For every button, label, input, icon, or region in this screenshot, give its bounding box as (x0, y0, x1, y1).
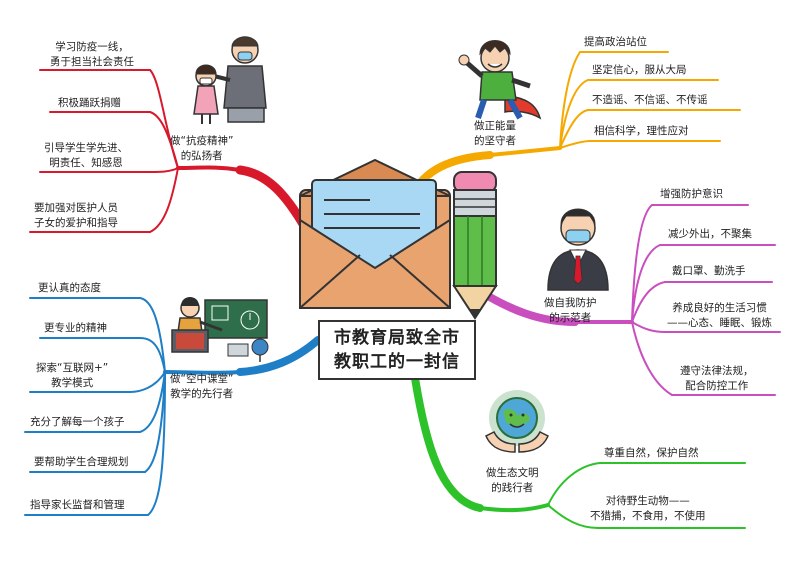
green-item-2: 对待野生动物—— 不猎捕，不食用，不使用 (590, 495, 706, 522)
red-topic: 做“抗疫精神” 的弘扬者 (170, 135, 234, 162)
orange-item-1: 提高政治站位 (584, 36, 647, 48)
blue-item-6: 指导家长监督和管理 (30, 499, 125, 511)
teacher-blackboard-illustration (171, 297, 269, 362)
central-title: 市教育局致全市 教职工的一封信 (318, 320, 476, 380)
hands-earth-illustration (485, 390, 549, 453)
blue-item-2: 更专业的精神 (44, 322, 107, 334)
masked-man-illustration (547, 208, 609, 291)
orange-topic: 做正能量 的坚守者 (474, 120, 516, 147)
blue-topic: 做“空中课堂” 教学的先行者 (170, 373, 234, 400)
blue-branch (24, 297, 322, 516)
blue-item-1: 更认真的态度 (38, 282, 101, 294)
red-item-4: 要加强对医护人员 子女的爱护和指导 (34, 202, 118, 229)
envelope-icon (299, 158, 451, 309)
title-line-2: 教职工的一封信 (334, 352, 460, 372)
red-item-2: 积极踊跃捐赠 (58, 97, 121, 109)
blue-item-3: 探索“互联网+” 教学模式 (36, 362, 109, 389)
red-item-1: 学习防疫一线， 勇于担当社会责任 (50, 41, 134, 68)
magenta-item-5: 遵守法律法规， 配合防控工作 (680, 365, 754, 392)
magenta-item-1: 增强防护意识 (660, 188, 723, 200)
adult-child-mask-illustration (193, 36, 267, 124)
magenta-topic: 做自我防护 的示范者 (544, 297, 597, 324)
green-topic: 做生态文明 的践行者 (486, 467, 539, 494)
pencil-icon (452, 171, 498, 320)
blue-item-5: 要帮助学生合理规划 (34, 456, 129, 468)
magenta-item-3: 戴口罩、勤洗手 (672, 265, 746, 277)
red-item-3: 引导学生学先进、 明责任、知感恩 (44, 142, 128, 169)
title-line-1: 市教育局致全市 (334, 328, 460, 348)
magenta-item-4: 养成良好的生活习惯 ——心态、睡眠、锻炼 (667, 302, 772, 329)
blue-item-4: 充分了解每一个孩子 (30, 416, 125, 428)
green-branch (411, 374, 746, 529)
superhero-illustration (458, 40, 542, 120)
orange-item-3: 不造谣、不信谣、不传谣 (592, 94, 708, 106)
orange-item-4: 相信科学，理性应对 (594, 125, 689, 137)
magenta-item-2: 减少外出，不聚集 (668, 228, 752, 240)
orange-item-2: 坚定信心，服从大局 (592, 64, 687, 76)
green-item-1: 尊重自然，保护自然 (604, 447, 699, 459)
